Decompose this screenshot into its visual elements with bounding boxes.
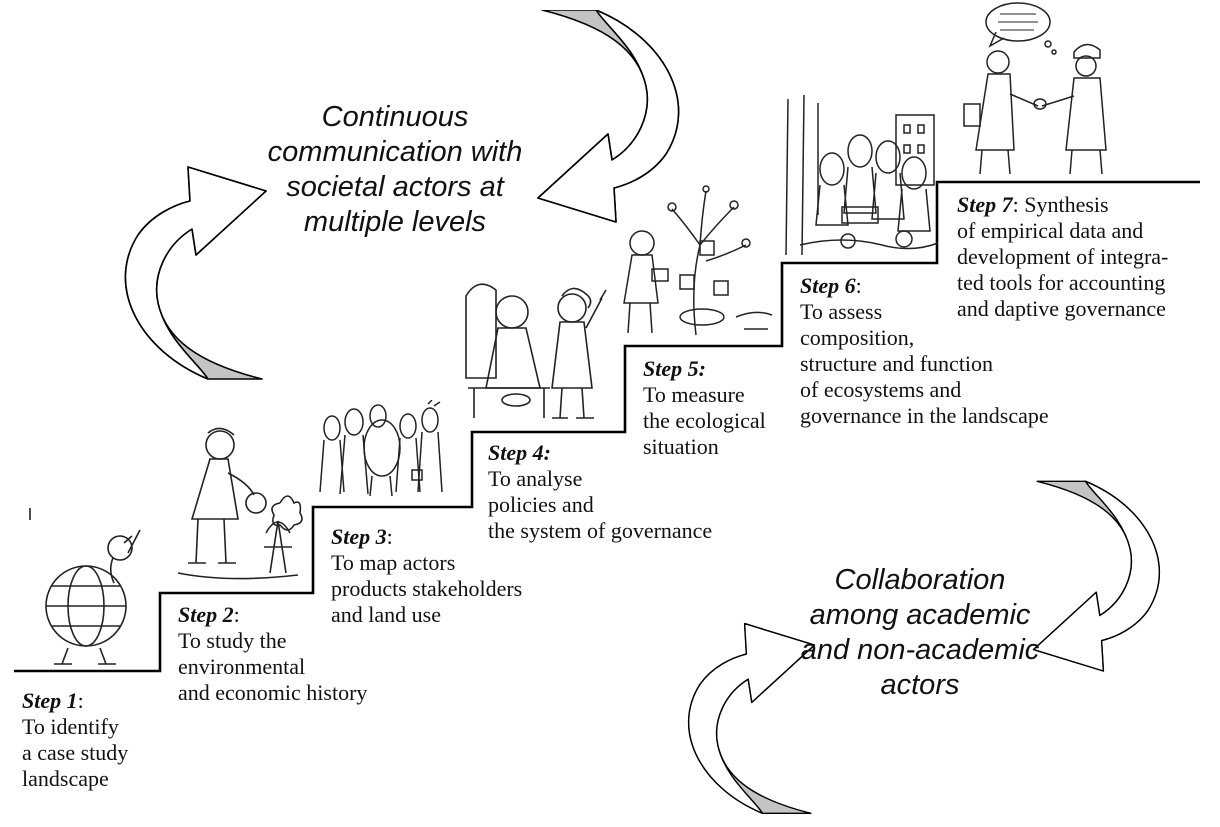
step-label: Step 6 xyxy=(800,273,856,298)
step-text: To analyse xyxy=(488,466,583,491)
handshake-formula-cartoon xyxy=(963,2,1107,175)
globe-person-cartoon xyxy=(29,508,141,665)
caption-line: Collaboration xyxy=(834,564,1006,596)
step-separator: : Synthesis xyxy=(1012,192,1109,217)
step-text: the ecological xyxy=(643,408,766,433)
step-text: environmental xyxy=(178,654,306,679)
person-measuring-tree-cartoon xyxy=(623,185,773,336)
step-label: Step 1 xyxy=(22,688,78,713)
office-meeting-cartoon xyxy=(465,283,607,419)
caption-collaboration: Collaboration among academic and non-aca… xyxy=(790,563,1050,703)
step-5: Step 5: To measure the ecological situat… xyxy=(643,356,766,460)
caption-line: Continuous xyxy=(321,101,469,133)
step-text: To assess xyxy=(800,299,883,324)
step-1: Step 1: To identify a case study landsca… xyxy=(22,688,128,792)
step-separator: : xyxy=(233,602,240,627)
curved-arrow-icon xyxy=(537,10,680,223)
caption-line: actors xyxy=(880,669,960,701)
crowd-in-forest-cartoon xyxy=(785,95,939,256)
step-text: and daptive governance xyxy=(957,296,1166,321)
step-text: To identify xyxy=(22,714,119,739)
step-text: and economic history xyxy=(178,680,368,705)
step-3: Step 3: To map actors products stakehold… xyxy=(331,524,522,628)
person-examining-tree-cartoon xyxy=(177,427,303,580)
step-text: products stakeholders xyxy=(331,576,523,601)
step-text: composition, xyxy=(800,325,915,350)
step-label: Step 2 xyxy=(178,602,234,627)
caption-continuous-communication: Continuous communication with societal a… xyxy=(250,100,540,240)
step-text: a case study xyxy=(22,740,129,765)
curved-arrow-icon xyxy=(688,622,816,815)
caption-line: societal actors at xyxy=(286,171,504,203)
step-text: To measure xyxy=(643,382,745,407)
step-text: of ecosystems and xyxy=(800,377,962,402)
step-text: development of integra- xyxy=(957,244,1169,269)
step-7: Step 7: Synthesis of empirical data and … xyxy=(957,192,1168,322)
caption-line: multiple levels xyxy=(303,206,487,238)
step-text: ted tools for accounting xyxy=(957,270,1166,295)
step-4: Step 4: To analyse policies and the syst… xyxy=(488,440,712,544)
step-text: and land use xyxy=(331,602,441,627)
step-text: landscape xyxy=(22,766,109,791)
step-text: To study the xyxy=(178,628,287,653)
step-text: structure and function xyxy=(800,351,994,376)
curved-arrow-icon xyxy=(124,166,267,380)
step-text: policies and xyxy=(488,492,594,517)
step-text: To map actors xyxy=(331,550,456,575)
step-text: governance in the landscape xyxy=(800,403,1049,428)
step-label: Step 7 xyxy=(957,192,1013,217)
step-text: situation xyxy=(643,434,719,459)
step-6: Step 6: To assess composition, structure… xyxy=(800,273,1049,429)
step-text: the system of governance xyxy=(488,518,713,543)
step-separator: : xyxy=(77,688,84,713)
caption-line: communication with xyxy=(267,136,523,168)
step-label: Step 4: xyxy=(488,440,551,465)
group-of-people-cartoon xyxy=(319,400,443,497)
step-separator: : xyxy=(386,524,393,549)
step-label: Step 3 xyxy=(331,524,387,549)
step-text: of empirical data and xyxy=(957,218,1144,243)
caption-line: among academic xyxy=(809,599,1031,631)
step-separator: : xyxy=(855,273,862,298)
step-label: Step 5: xyxy=(643,356,706,381)
caption-line: and non-academic xyxy=(800,634,1040,666)
step-2: Step 2: To study the environmental and e… xyxy=(178,602,367,706)
curved-arrow-icon xyxy=(1032,480,1160,672)
